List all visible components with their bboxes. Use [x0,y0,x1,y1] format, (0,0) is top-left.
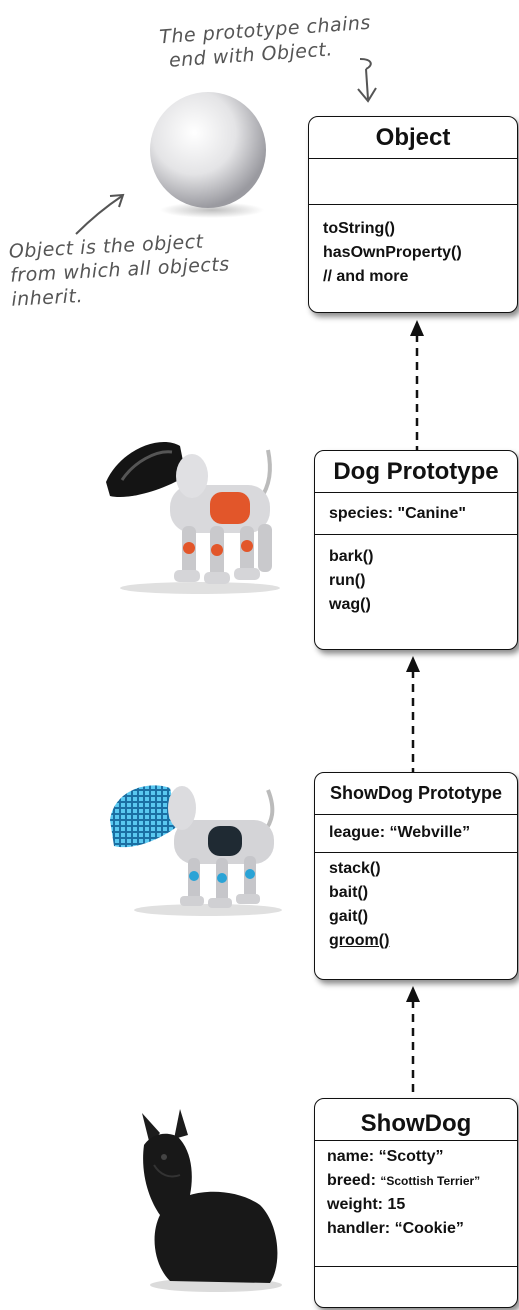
method-groom: groom() [329,932,390,949]
dog-prototype-title: Dog Prototype [315,451,517,493]
property-handler: handler: “Cookie” [327,1220,464,1237]
showdog-methods [315,1267,517,1307]
method-wag: wag() [329,596,371,613]
annotation-top: The prototype chains end with Object. [159,11,374,74]
method-gait: gait() [329,908,369,925]
method-run: run() [329,572,366,589]
annotation-left: Object is the object from which all obje… [8,228,231,311]
sphere-image [150,92,266,218]
showdog-properties: name: “Scotty” breed: “Scottish Terrier”… [315,1141,517,1267]
method-tostring: toString() [323,220,395,237]
arrow-showdog-proto-to-dog [406,656,420,772]
arrow-dog-to-object [410,320,424,450]
annotation-top-arrow-icon [357,58,377,103]
dog-prototype-methods: bark() run() wag() [315,535,517,617]
scottish-terrier-image [142,1109,282,1292]
annotation-left-arrow-icon [75,193,125,235]
method-bait: bait() [329,884,369,901]
dog-prototype-box: Dog Prototype species: "Canine" bark() r… [314,450,518,650]
arrow-showdog-to-proto [406,986,420,1098]
object-box-properties [309,159,517,205]
object-box: Object toString() hasOwnProperty() // an… [308,116,518,313]
property-breed: breed: “Scottish Terrier” [327,1169,517,1193]
robot-dog-blue-image [110,785,282,916]
method-stack: stack() [329,860,381,877]
showdog-title: ShowDog [315,1099,517,1141]
property-species: species: "Canine" [329,505,466,522]
object-box-methods: toString() hasOwnProperty() // and more [309,205,517,289]
robot-dog-orange-image [106,442,280,594]
method-bark: bark() [329,548,374,565]
method-and-more: // and more [323,268,409,285]
property-league: league: “Webville” [329,824,471,841]
object-box-title: Object [309,117,517,159]
property-name: name: “Scotty” [327,1148,444,1165]
showdog-box: ShowDog name: “Scotty” breed: “Scottish … [314,1098,518,1308]
method-hasownproperty: hasOwnProperty() [323,244,462,261]
dog-prototype-properties: species: "Canine" [315,493,517,535]
property-breed-label: breed: [327,1172,376,1189]
showdog-prototype-title: ShowDog Prototype [315,773,517,815]
showdog-prototype-properties: league: “Webville” [315,815,517,853]
property-breed-value: “Scottish Terrier” [380,1174,481,1188]
property-weight: weight: 15 [327,1196,406,1213]
showdog-prototype-box: ShowDog Prototype league: “Webville” sta… [314,772,518,980]
showdog-prototype-methods: stack() bait() gait() groom() [315,853,517,953]
